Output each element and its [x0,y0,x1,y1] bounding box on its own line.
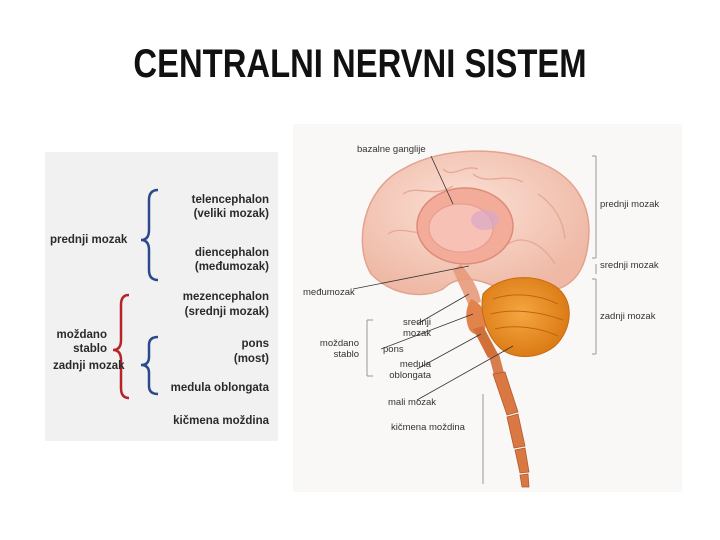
midbrain-shape [453,264,481,306]
label-kicmena-mozdina: kičmena moždina [173,415,269,427]
label-mozak-right: mozak [403,328,431,339]
label-medjumozak: (međumozak) [194,261,269,273]
label-mezencephalon: mezencephalon [182,291,269,303]
label-veliki-mozak: (veliki mozak) [193,208,269,220]
label-zadnji-mozak: zadnji mozak [53,360,125,372]
label-telencephalon: telencephalon [191,194,269,206]
label-most: (most) [233,353,269,365]
brain-illustration [352,150,597,488]
label-oblongata-right: oblongata [389,370,431,381]
brace-graphics [112,188,159,400]
page-title: CENTRALNI NERVNI SISTEM [133,42,587,86]
label-prednji-mozak-right: prednji mozak [600,199,660,210]
label-kicmena-mozdina-right: kičmena moždina [391,422,465,433]
brace-mozdano-stablo [112,293,130,400]
cerebellum-shape [481,277,570,357]
label-zadnji-mozak-right: zadnji mozak [600,311,656,322]
label-medula-oblongata: medula oblongata [170,382,269,394]
label-pons-right: pons [383,344,404,355]
brain-illustration-panel: bazalne ganglije prednji mozak srednji m… [293,124,682,492]
label-srednji-mozak-right: srednji mozak [600,260,659,271]
label-mali-mozak: mali mozak [388,397,437,408]
brace-zadnji-mozak [140,335,159,396]
label-srednji-right: srednji [403,317,431,328]
label-pons: pons [241,338,269,350]
label-mozdano-right: moždano [319,338,359,349]
brain-divisions-panel: prednji mozak telencephalon (veliki moza… [45,152,278,441]
label-bazalne-ganglije: bazalne ganglije [357,144,426,155]
label-srednji-mozak: (srednji mozak) [184,306,269,318]
label-mozdano: moždano [56,329,107,341]
label-medjumozak-right: međumozak [303,287,355,298]
label-prednji-mozak: prednji mozak [50,234,128,246]
label-stablo: stablo [73,343,107,355]
pons-shape [466,299,487,335]
label-diencephalon: diencephalon [194,247,269,259]
label-stablo-right: stablo [333,349,359,360]
label-medula-right: medula [399,359,431,370]
medulla-shape [473,326,498,358]
brace-prednji-mozak [140,188,159,282]
